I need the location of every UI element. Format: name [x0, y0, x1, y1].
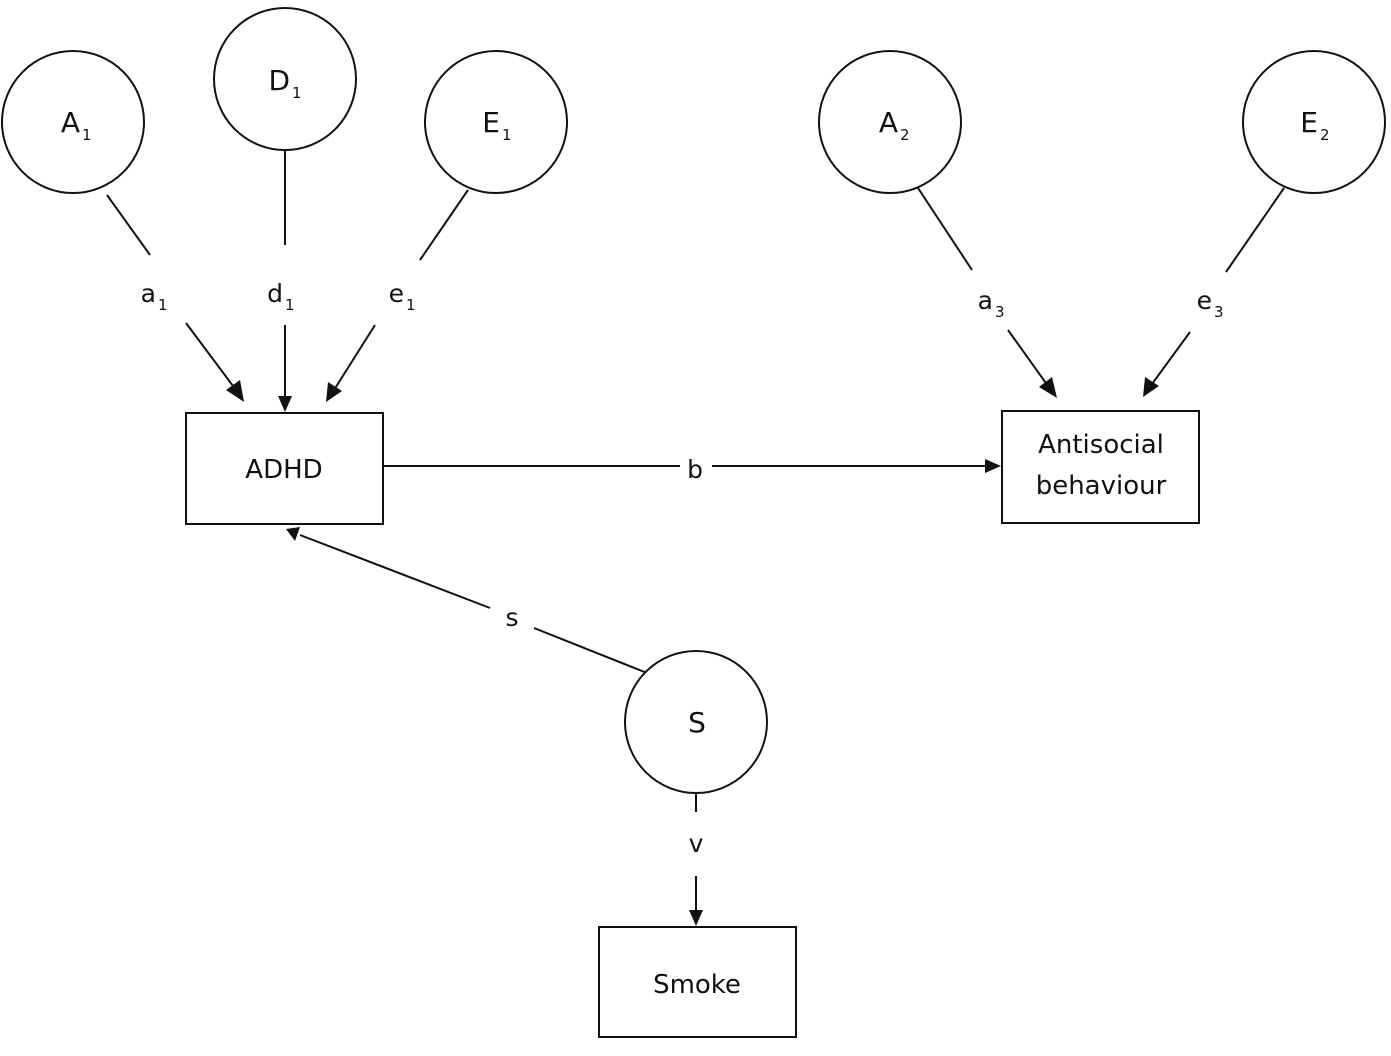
latent-node-s: S [624, 650, 768, 794]
arrowhead-e1 [326, 382, 342, 402]
path-label-v: v [689, 829, 704, 858]
arrowhead-d1 [278, 396, 292, 412]
svg-text:1: 1 [502, 126, 512, 144]
latent-node-a1: A 1 [1, 50, 145, 194]
path-label-a3: a 3 [978, 286, 1005, 321]
latent-node-d1: D 1 [213, 7, 357, 151]
svg-text:e: e [389, 279, 404, 308]
edge-e1-upper [419, 189, 469, 261]
svg-text:1: 1 [406, 296, 416, 314]
edge-e3-upper [1225, 187, 1285, 273]
svg-text:3: 3 [995, 303, 1005, 321]
arrowhead-a3 [1039, 377, 1057, 398]
edge-a3-upper [917, 187, 973, 271]
observed-node-antisocial-behaviour: Antisocial behaviour [1001, 410, 1200, 524]
edge-s-upper [299, 534, 491, 609]
latent-node-e2: E 2 [1242, 50, 1386, 194]
path-label-d1: d 1 [267, 279, 294, 314]
svg-text:a: a [978, 286, 993, 315]
svg-text:E: E [1300, 106, 1318, 139]
svg-text:e: e [1197, 286, 1212, 315]
latent-node-a2: A 2 [818, 50, 962, 194]
svg-text:A: A [61, 106, 80, 139]
observed-node-smoke: Smoke [598, 926, 797, 1038]
path-label-e1: e 1 [389, 279, 416, 314]
path-label-a1: a 1 [141, 279, 168, 314]
svg-text:ADHD: ADHD [245, 455, 322, 485]
edge-a1-lower [185, 322, 237, 391]
edge-a3-lower [1007, 329, 1049, 387]
svg-text:2: 2 [900, 126, 910, 144]
arrowhead-b [985, 459, 1001, 473]
edge-e3-lower [1151, 331, 1191, 385]
svg-text:E: E [482, 106, 500, 139]
edge-e1-lower [333, 324, 376, 391]
svg-text:d: d [267, 279, 283, 308]
svg-text:1: 1 [285, 296, 295, 314]
latent-node-e1: E 1 [424, 50, 568, 194]
path-label-s: s [505, 603, 518, 632]
path-label-b: b [687, 455, 703, 484]
arrowhead-s [286, 527, 300, 541]
svg-text:a: a [141, 279, 156, 308]
svg-text:D: D [268, 64, 290, 97]
arrowhead-v [689, 910, 703, 926]
arrowhead-e3 [1143, 377, 1159, 397]
svg-text:3: 3 [1214, 303, 1224, 321]
svg-text:A: A [879, 106, 898, 139]
svg-text:1: 1 [292, 84, 302, 102]
edge-a1-upper [106, 194, 151, 256]
path-label-e3: e 3 [1197, 286, 1224, 321]
svg-text:Antisocial: Antisocial [1038, 430, 1164, 460]
svg-text:behaviour: behaviour [1036, 471, 1167, 501]
edge-s-lower [533, 627, 648, 674]
observed-node-adhd: ADHD [185, 412, 384, 525]
svg-text:Smoke: Smoke [653, 970, 741, 1000]
svg-text:1: 1 [158, 296, 168, 314]
svg-text:2: 2 [1320, 126, 1330, 144]
svg-text:S: S [688, 706, 706, 739]
svg-text:1: 1 [82, 126, 92, 144]
arrowhead-a1 [226, 380, 244, 402]
